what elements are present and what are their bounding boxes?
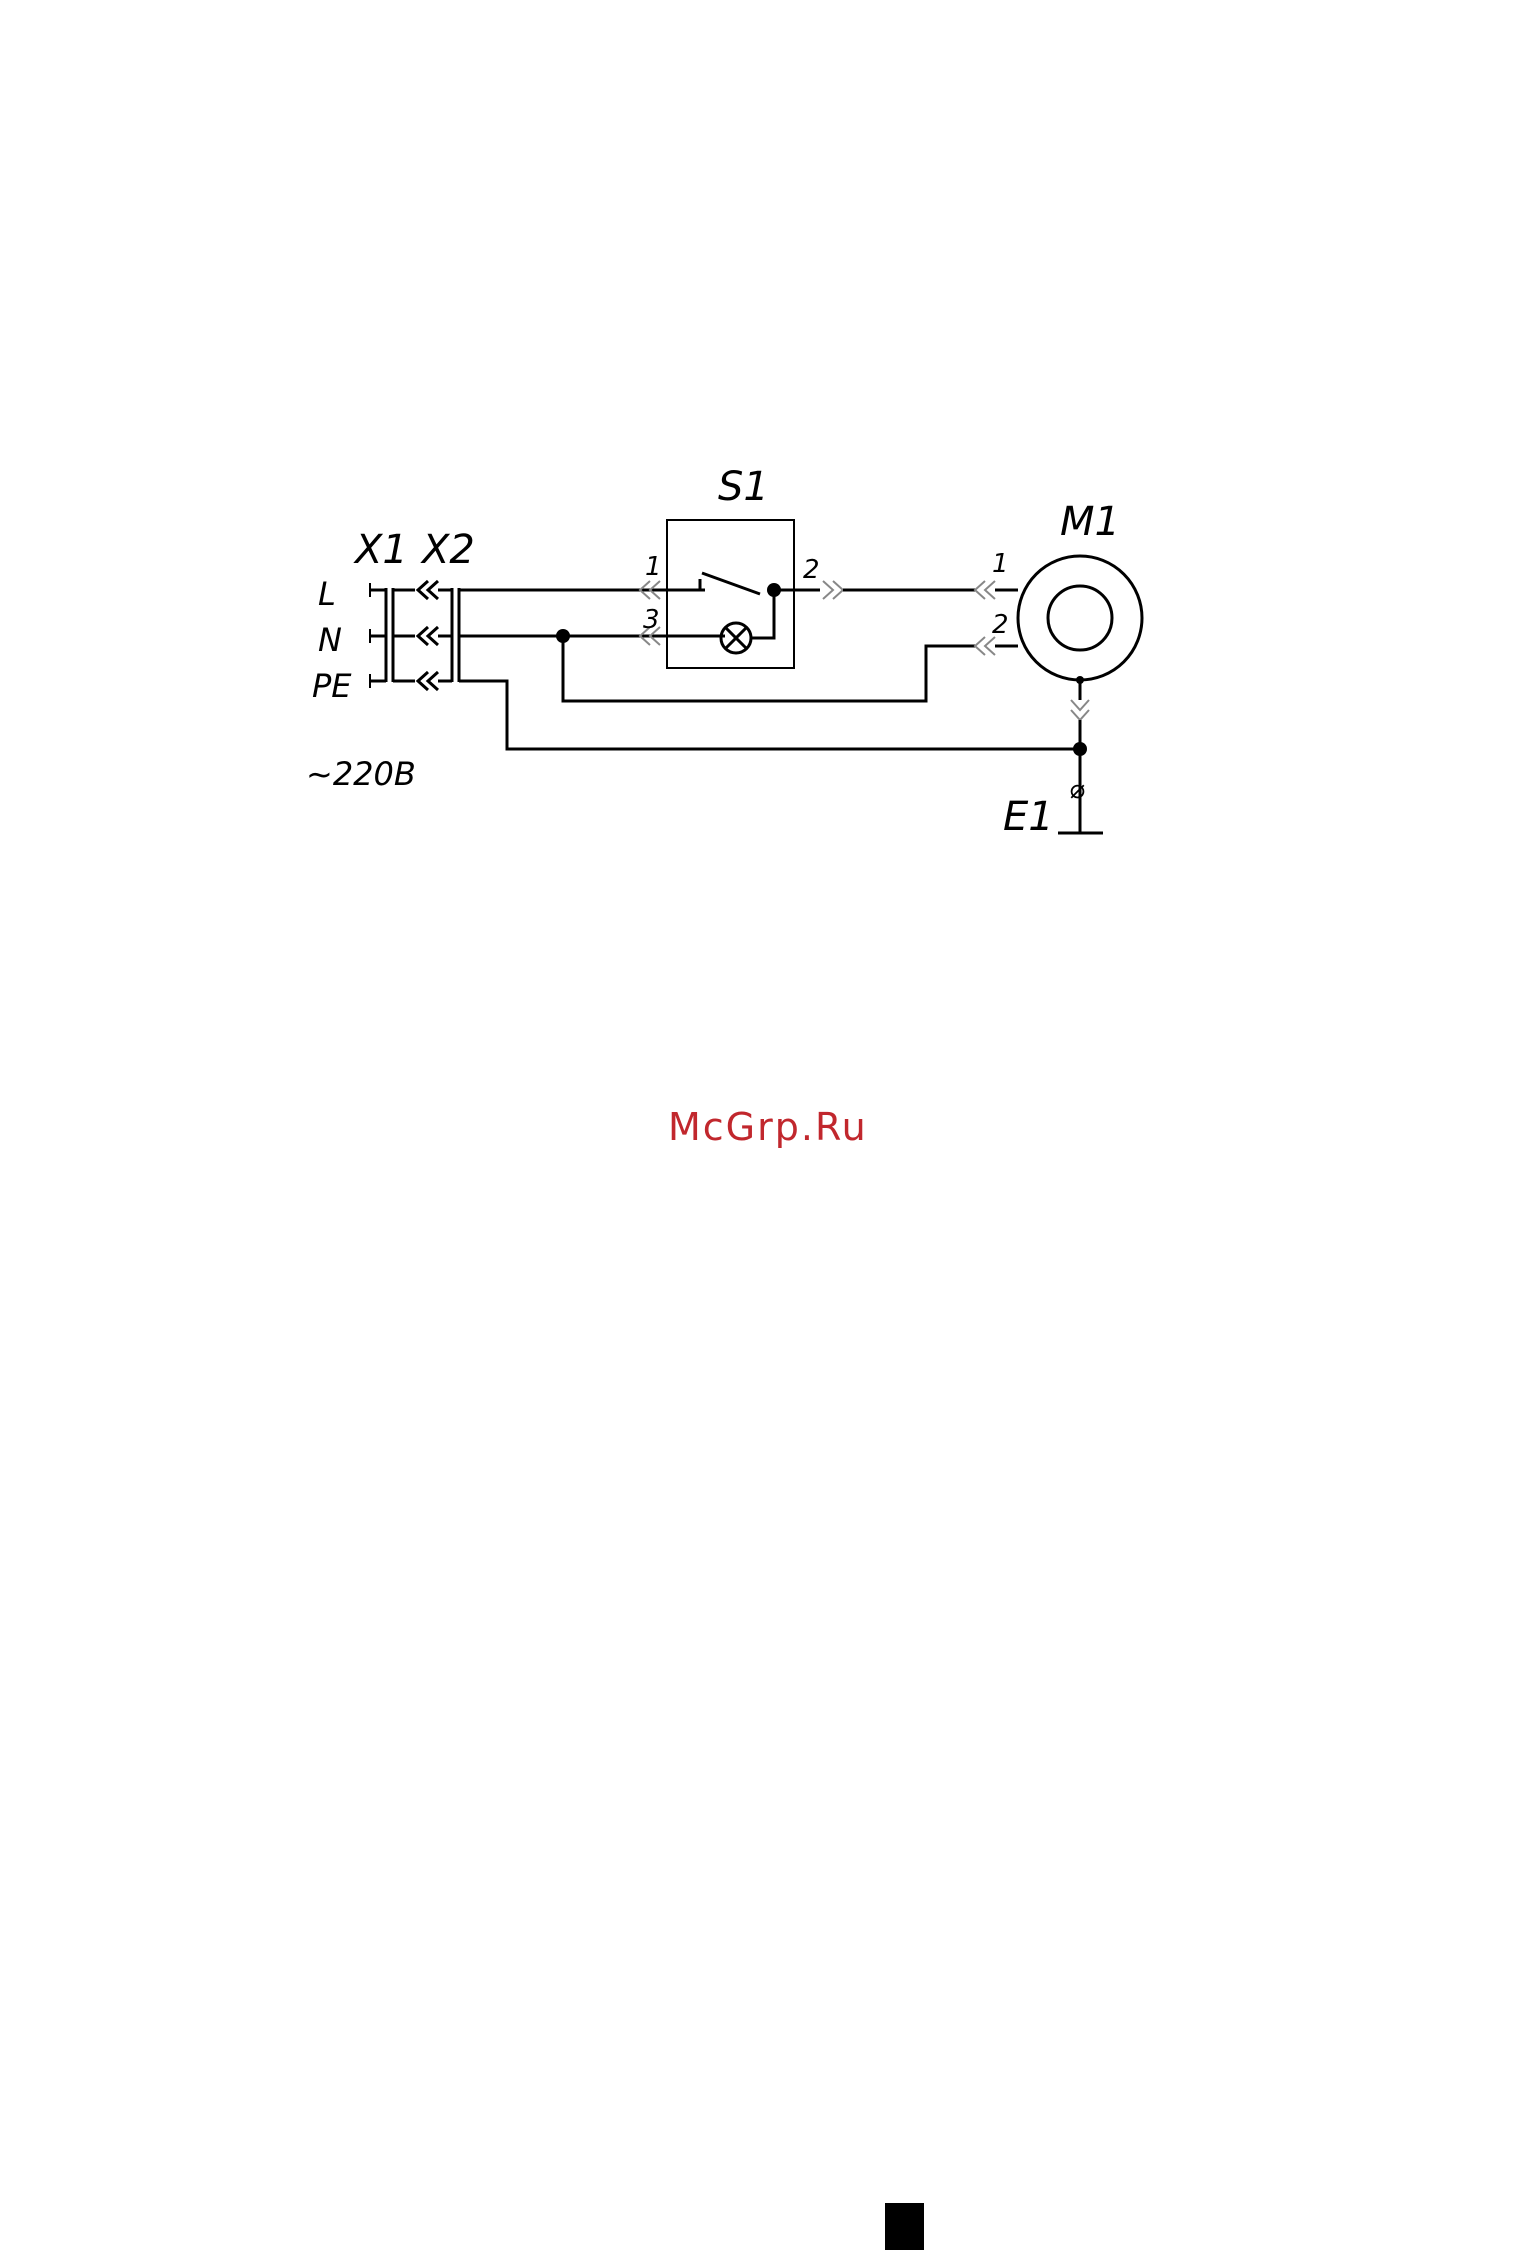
label-line-n: N — [318, 621, 342, 659]
label-line-l: L — [318, 575, 336, 613]
label-x1: X1 — [353, 527, 408, 573]
label-m1: M1 — [1060, 499, 1120, 545]
terminal-x1 — [370, 583, 393, 688]
terminal-x2 — [393, 581, 459, 690]
label-s1-pin3: 3 — [643, 605, 660, 635]
label-line-pe: PE — [312, 667, 352, 705]
label-voltage: ~220В — [306, 755, 416, 793]
wire-switch-motor — [823, 581, 1018, 599]
wire-n — [459, 627, 1018, 701]
label-s1-pin2: 2 — [803, 555, 820, 585]
motor-m1 — [1018, 556, 1142, 749]
label-e1: E1 — [1003, 794, 1054, 840]
label-e1-symbol: ⌀ — [1069, 775, 1085, 805]
label-s1: S1 — [718, 464, 769, 510]
watermark: McGrp.Ru — [668, 1105, 868, 1149]
label-x2: X2 — [420, 527, 475, 573]
switch-s1 — [667, 520, 820, 668]
wire-l — [459, 581, 705, 599]
page-marker — [885, 2203, 924, 2250]
wire-pe — [459, 681, 1087, 756]
label-m1-pin2: 2 — [992, 610, 1009, 640]
label-m1-pin1: 1 — [992, 549, 1009, 579]
label-s1-pin1: 1 — [645, 552, 662, 582]
